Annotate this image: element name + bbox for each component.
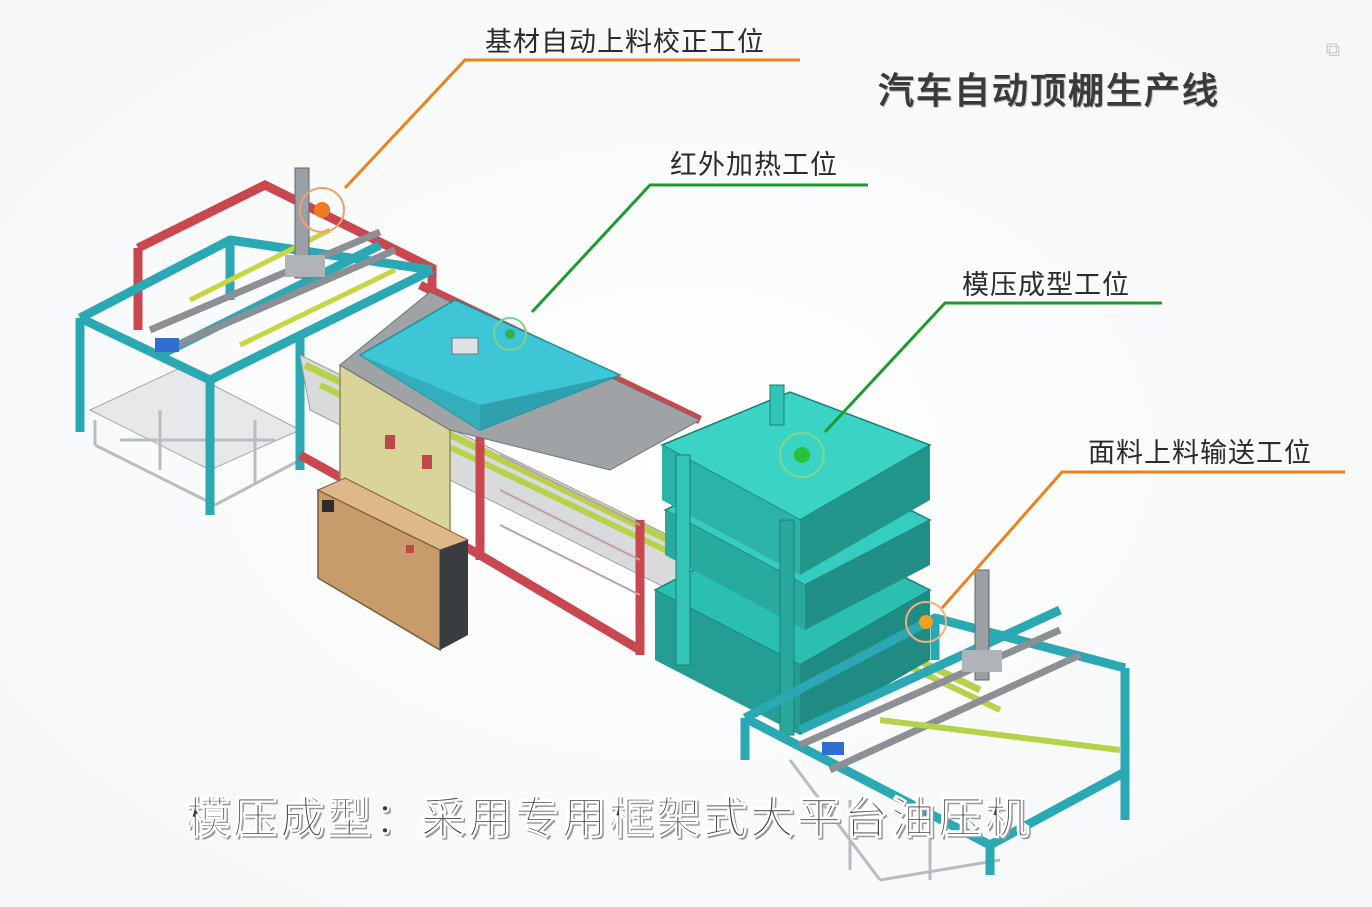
video-caption: 模压成型：采用专用框架式大平台油压机	[186, 793, 1032, 845]
leader-lines	[343, 58, 1345, 609]
station-label-feeding: 面料上料输送工位	[1088, 438, 1312, 469]
infrared-oven	[297, 280, 702, 655]
station-label-press: 模压成型工位	[962, 270, 1130, 301]
leader-line-press	[823, 301, 1162, 434]
loading-station-left	[75, 167, 437, 515]
station-label-oven: 红外加热工位	[670, 150, 838, 181]
electrical-cabinet	[316, 477, 470, 652]
leader-line-loading	[343, 58, 800, 190]
feeding-station-right	[740, 569, 1130, 882]
copy-icon[interactable]: ⧉	[1325, 37, 1341, 61]
station-label-loading: 基材自动上料校正工位	[485, 27, 765, 58]
hydraulic-press	[653, 384, 932, 736]
leader-line-oven	[530, 183, 868, 314]
diagram-title: 汽车自动顶棚生产线	[878, 71, 1221, 112]
leader-line-feeding	[940, 470, 1345, 609]
